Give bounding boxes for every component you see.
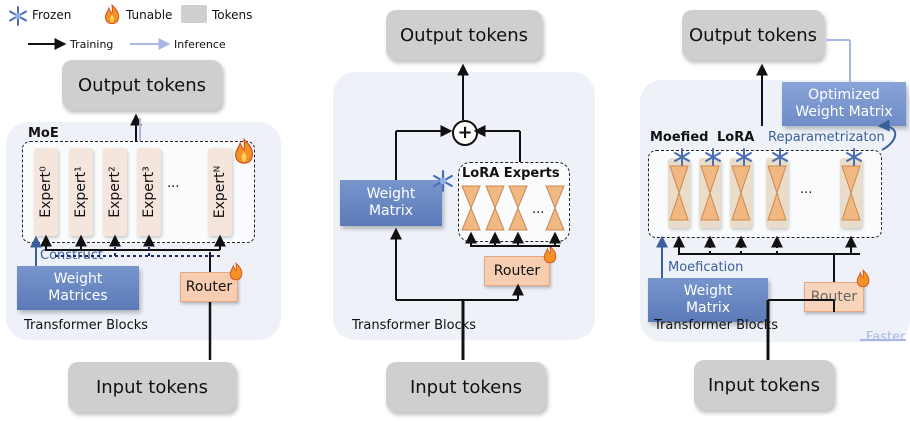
panel1-expert-2: Expert² <box>103 148 127 236</box>
legend-inference: Inference <box>174 38 226 51</box>
panel1-expert-3: Expert³ <box>137 148 161 236</box>
flame-icon <box>104 4 120 25</box>
panel2-router: Router <box>484 256 550 286</box>
panel1-input-tokens: Input tokens <box>68 362 236 412</box>
panel3-faster-label: Faster <box>866 330 906 345</box>
panel2-ellipsis: ... <box>532 202 545 217</box>
panel3-transformer-blocks: Transformer Blocks <box>654 318 779 333</box>
panel2-transformer-blocks: Transformer Blocks <box>352 318 477 333</box>
panel2-router-flame-icon <box>543 245 557 264</box>
frozen-icon <box>9 6 27 26</box>
panel3-lora-label: LoRA <box>717 130 755 145</box>
panel3-moefied-label: Moefied <box>650 130 709 145</box>
panel1-ellipsis: ... <box>167 176 180 191</box>
panel3-input-tokens: Input tokens <box>694 360 834 410</box>
panel3-reparam-label: Reparametrizaton <box>768 130 885 145</box>
legend-token-swatch <box>181 5 207 23</box>
legend-tokens: Tokens <box>212 8 253 22</box>
panel3-frozen-icons <box>674 148 862 166</box>
panel2-lora-experts-label: LoRA Experts <box>462 166 560 181</box>
panel1-router: Router <box>180 272 238 302</box>
panel1-flame-icon <box>235 138 254 164</box>
panel2-input-tokens: Input tokens <box>386 362 546 412</box>
panel2-frozen-icon <box>433 170 453 192</box>
panel1-expert-1: Expert¹ <box>69 148 93 236</box>
panel1-moe-label: MoE <box>28 126 59 141</box>
panel1-construct-label: Construct <box>40 248 103 263</box>
panel2-output-tokens: Output tokens <box>386 10 542 60</box>
legend-tunable: Tunable <box>126 8 173 22</box>
panel1-output-tokens: Output tokens <box>62 60 222 110</box>
panel1-expert-n: Expertᴺ <box>208 148 232 236</box>
panel1-expert-0: Expert⁰ <box>34 148 58 236</box>
panel1-router-flame-icon <box>229 262 243 281</box>
panel3-ellipsis: ... <box>800 182 813 197</box>
panel1-transformer-blocks: Transformer Blocks <box>24 318 149 333</box>
panel3-moefication-label: Moefication <box>668 260 744 275</box>
panel2-lora-hourglasses <box>461 185 565 231</box>
panel3-router-flame-icon <box>856 269 870 288</box>
legend-frozen: Frozen <box>32 8 72 22</box>
panel3-lora-hourglasses <box>669 165 861 221</box>
panel3-output-tokens: Output tokens <box>682 10 824 60</box>
legend-training: Training <box>70 38 114 51</box>
